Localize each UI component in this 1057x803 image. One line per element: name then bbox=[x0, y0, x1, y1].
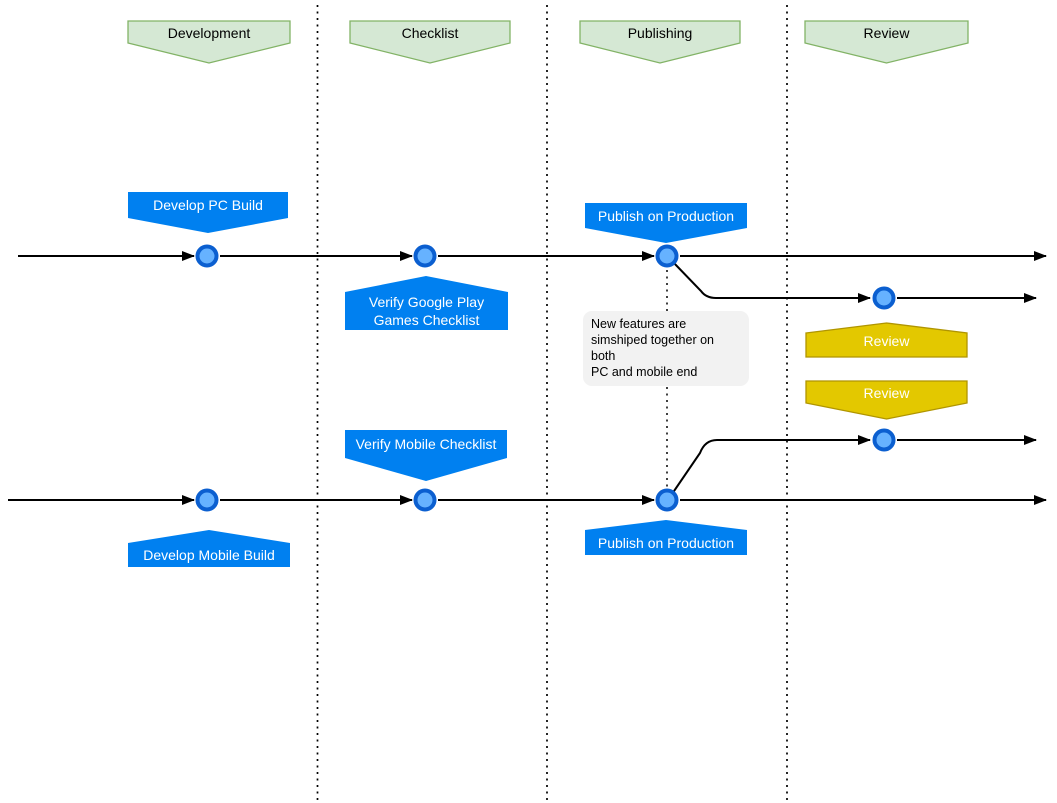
node-mobile-develop bbox=[195, 488, 219, 512]
phase-banner-checklist bbox=[349, 20, 511, 64]
node-mobile-checklist bbox=[413, 488, 437, 512]
node-pc-review bbox=[872, 286, 896, 310]
banner-verify-mobile-checklist bbox=[345, 430, 507, 481]
phase-label-publishing: Publishing bbox=[627, 25, 693, 41]
banner-publish-production-pc bbox=[585, 203, 747, 243]
note-line: simshiped together on both bbox=[591, 333, 714, 363]
phase-banner-review bbox=[804, 20, 969, 64]
branch-mobile-review bbox=[671, 435, 871, 495]
note-box: New features are simshiped together on b… bbox=[583, 311, 749, 386]
label-publish-production-pc: Publish on Production bbox=[597, 207, 735, 224]
label-review-pc: Review bbox=[863, 333, 910, 349]
label-review-mobile: Review bbox=[863, 385, 910, 401]
label-verify-mobile-checklist: Verify Mobile Checklist bbox=[355, 436, 497, 452]
node-pc-publish bbox=[655, 244, 679, 268]
banner-develop-mobile-build bbox=[128, 530, 290, 567]
banner-publish-production-mobile bbox=[585, 520, 747, 555]
node-pc-develop bbox=[195, 244, 219, 268]
phase-label-development: Development bbox=[167, 25, 251, 41]
note-line: PC and mobile end bbox=[591, 365, 698, 379]
node-pc-checklist bbox=[413, 244, 437, 268]
banner-verify-google-play bbox=[345, 276, 508, 330]
label-publish-production-mobile: Publish on Production bbox=[597, 534, 735, 551]
phase-label-review: Review bbox=[863, 25, 910, 41]
banner-develop-pc-build bbox=[128, 192, 288, 233]
banner-review-mobile bbox=[805, 380, 968, 420]
label-develop-pc-build: Develop PC Build bbox=[153, 197, 263, 213]
branch-pc-review bbox=[672, 261, 871, 303]
phase-banner-development bbox=[127, 20, 291, 64]
note-line: New features are bbox=[591, 317, 687, 331]
label-verify-google-play: Verify Google Play Games Checklist bbox=[368, 294, 485, 328]
phase-banner-publishing bbox=[579, 20, 741, 64]
phase-label-checklist: Checklist bbox=[401, 25, 459, 41]
label-develop-mobile-build: Develop Mobile Build bbox=[143, 547, 275, 563]
banner-review-pc bbox=[805, 322, 968, 358]
node-mobile-review bbox=[872, 428, 896, 452]
node-mobile-publish bbox=[655, 488, 679, 512]
